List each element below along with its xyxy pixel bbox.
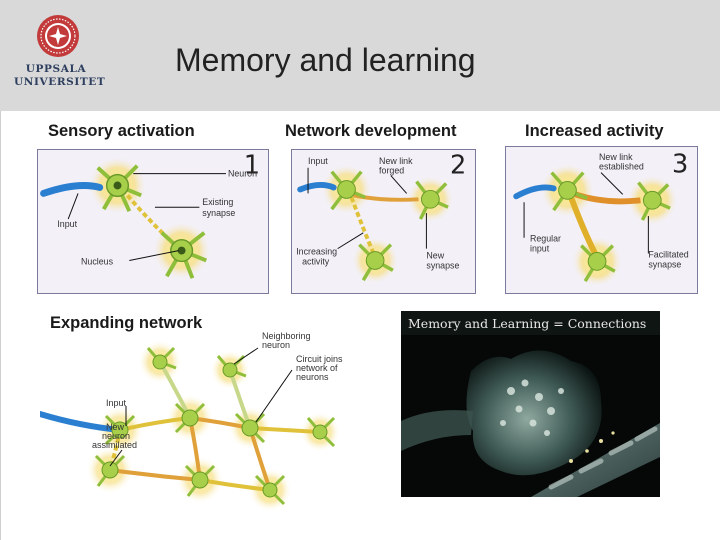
label-new: New xyxy=(426,250,444,260)
university-logo: UPPSALA UNIVERSITET xyxy=(14,14,106,94)
label-increasing: Increasing xyxy=(296,247,337,257)
axon-path xyxy=(349,196,375,254)
left-border-line xyxy=(0,111,1,540)
slide-header: UPPSALA UNIVERSITET Memory and learning xyxy=(0,0,720,111)
facilitated-path xyxy=(568,197,598,255)
label-forged: forged xyxy=(379,166,404,176)
label-regular: Regular xyxy=(530,234,561,244)
label-neuron: neuron xyxy=(262,340,290,350)
neuron-cell xyxy=(330,170,366,211)
label-existing: Existing xyxy=(202,197,233,207)
label-assimilated: assimilated xyxy=(92,440,137,450)
panel-number: 3 xyxy=(672,150,688,180)
label-circuit-joins: Circuit joins xyxy=(296,354,343,364)
logo-line-2: UNIVERSITET xyxy=(14,76,106,88)
axon-fibre xyxy=(401,410,473,451)
label-new-link: New link xyxy=(599,152,633,162)
label-synapse: synapse xyxy=(202,208,235,218)
label-input: Input xyxy=(308,156,328,166)
panel-number: 1 xyxy=(244,151,260,181)
caption-expanding-network: Expanding network xyxy=(50,314,203,332)
panel-number: 2 xyxy=(450,151,466,181)
input-arrow xyxy=(40,182,104,197)
label-facilitated: Facilitated xyxy=(648,249,688,259)
label-neurons: neurons xyxy=(296,372,329,382)
slide-title: Memory and learning xyxy=(175,42,476,78)
panel-increased-activity: 3 New link established Regular input Fac… xyxy=(505,146,698,294)
label-neuron: Neuron xyxy=(228,169,257,179)
label-synapse: synapse xyxy=(648,259,681,269)
image-title: Memory and Learning = Connections xyxy=(408,316,646,331)
label-neighboring: Neighboring xyxy=(262,331,311,341)
logo-line-1: UPPSALA xyxy=(25,63,87,75)
neuron-cell xyxy=(160,231,207,279)
expanding-network-illustration: Neighboring neuron Circuit joins network… xyxy=(37,330,360,530)
panel-network-development: 2 Input New link forged Increasing activ… xyxy=(291,149,476,294)
neuron-cell xyxy=(96,164,142,212)
neuron-cell xyxy=(550,171,588,212)
label-neuron-2: neuron xyxy=(102,431,130,441)
label-input: Input xyxy=(106,398,127,408)
receptor-fibre xyxy=(531,423,660,497)
neurotransmitter-dots xyxy=(569,431,615,463)
label-new-link: New link xyxy=(379,156,413,166)
label-input: input xyxy=(530,244,550,254)
caption-increased-activity: Increased activity xyxy=(525,122,664,140)
label-network-of: network of xyxy=(296,363,338,373)
synapse-terminal xyxy=(466,350,602,476)
caption-sensory-activation: Sensory activation xyxy=(48,122,195,140)
caption-network-development: Network development xyxy=(285,122,457,140)
label-activity: activity xyxy=(302,256,330,266)
label-established: established xyxy=(599,162,644,172)
panel-sensory-activation: 1 Neuron Existing synapse Input Nucleus xyxy=(37,149,269,294)
network-pointer-lines xyxy=(109,347,293,467)
label-synapse: synapse xyxy=(426,260,459,270)
neuron-cell xyxy=(637,181,671,221)
neuron-cell xyxy=(358,243,394,282)
input-arrow xyxy=(513,184,557,200)
memory-learning-image: Memory and Learning = Connections xyxy=(401,311,660,497)
neuron-cell xyxy=(415,180,449,220)
label-nucleus: Nucleus xyxy=(81,256,114,266)
vesicles xyxy=(500,379,564,436)
network-neurons xyxy=(94,346,336,506)
label-new: New xyxy=(106,422,125,432)
university-seal-icon xyxy=(37,15,79,57)
input-arrow xyxy=(297,182,337,193)
neuron-cell xyxy=(580,244,616,283)
label-input: Input xyxy=(57,219,77,229)
image-title-bar xyxy=(401,311,660,335)
